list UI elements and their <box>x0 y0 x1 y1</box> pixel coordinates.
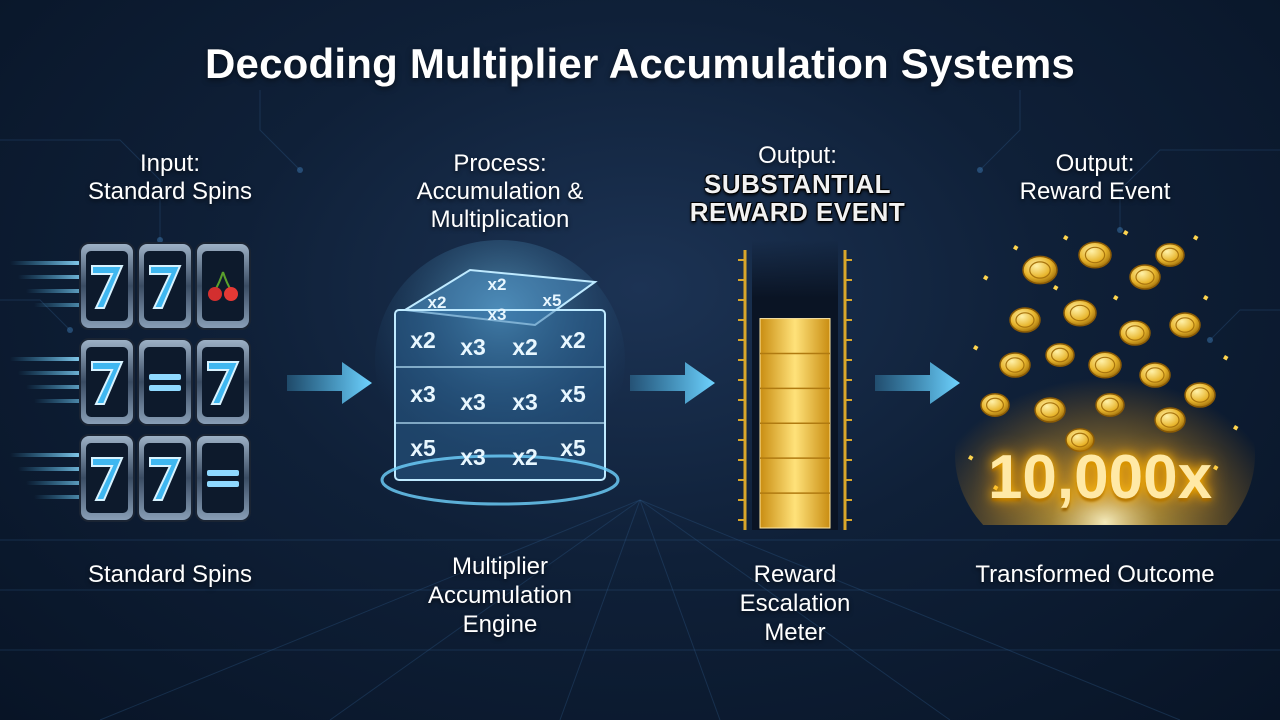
seven-symbol-icon <box>149 457 182 501</box>
gold-coin <box>1078 241 1112 269</box>
cube-top-label: x2 <box>488 275 507 294</box>
multiplier-cube-icon: x2 x2 x5 x3 x2 x3 x2 x2 x3 x3 x3 x5 x5 x… <box>375 240 625 506</box>
gold-coin <box>1154 407 1186 433</box>
gold-coin <box>1129 264 1161 290</box>
gold-coin <box>1119 320 1151 346</box>
gold-coin <box>1034 397 1066 423</box>
cube-cell-label: x2 <box>512 334 538 360</box>
stage-input-caption: Standard Spins <box>40 560 300 589</box>
gold-coin <box>980 393 1010 417</box>
stage-meter-heading: Output: SUBSTANTIAL REWARD EVENT <box>660 142 935 226</box>
seven-symbol-icon <box>91 265 124 309</box>
seven-symbol-icon <box>91 361 124 405</box>
stage-input-heading-line: Input: <box>139 150 201 177</box>
cube-cell-label: x3 <box>410 381 436 407</box>
gold-coin <box>1139 362 1171 388</box>
gold-coin <box>1095 393 1125 417</box>
stage-input-heading-line: Standard Spins <box>87 178 253 205</box>
slot-reel-row <box>10 242 251 330</box>
stage-input-caption-line: Standard Spins <box>87 561 253 588</box>
stage-meter-heading-emphasis: SUBSTANTIAL <box>703 169 891 199</box>
seven-symbol-icon <box>149 265 182 309</box>
stage-process-caption-line: Engine <box>462 611 538 638</box>
seven-symbol-icon <box>91 457 124 501</box>
stage-reward-heading-line: Reward Event <box>1019 178 1171 205</box>
stage-meter-caption: Reward Escalation Meter <box>665 560 925 647</box>
arrow-right-icon <box>287 362 372 404</box>
stage-meter-caption-line: Meter <box>764 619 826 646</box>
cube-cell-label: x5 <box>560 435 586 461</box>
stage-reward-heading-line: Output: <box>1055 150 1135 177</box>
cube-cell-label: x3 <box>460 444 486 470</box>
gold-coins-icon <box>955 230 1255 525</box>
stage-process-heading: Process: Accumulation & Multiplication <box>370 150 630 234</box>
cube-cell-label: x2 <box>410 327 436 353</box>
arrow-right-icon <box>630 362 715 404</box>
seven-symbol-icon <box>207 361 240 405</box>
stage-reward-caption-line: Transformed Outcome <box>975 561 1215 588</box>
slot-reel-row <box>10 338 251 426</box>
gold-coin <box>1155 243 1185 267</box>
stage-process-heading-line: Process: <box>453 150 547 177</box>
gold-coin <box>1088 351 1122 379</box>
arrow-right-icon <box>875 362 960 404</box>
bar-symbol-icon <box>207 470 239 487</box>
cube-top-label: x5 <box>543 291 562 310</box>
reward-multiplier-value: 10,000x <box>987 443 1213 512</box>
page-title: Decoding Multiplier Accumulation Systems <box>205 40 1075 87</box>
stage-input-heading: Input: Standard Spins <box>40 150 300 206</box>
stage-process-caption: Multiplier Accumulation Engine <box>370 552 630 639</box>
stage-meter-caption-line: Reward <box>753 561 837 588</box>
stage-process-heading-line: Multiplication <box>430 206 570 233</box>
stage-meter-caption-line: Escalation <box>739 590 851 617</box>
cube-cell-label: x2 <box>560 327 586 353</box>
cube-cell-label: x3 <box>460 389 486 415</box>
reward-meter-icon <box>738 240 852 530</box>
gold-coin <box>1022 255 1058 285</box>
gold-coin <box>1045 343 1075 367</box>
stage-process-caption-line: Multiplier <box>451 553 549 580</box>
cube-top-label: x2 <box>428 293 447 312</box>
cube-cell-label: x3 <box>460 334 486 360</box>
stage-meter-heading-emphasis: REWARD EVENT <box>689 197 906 227</box>
slot-reel-row <box>10 434 251 522</box>
gold-coin <box>1009 307 1041 333</box>
stage-process-heading-line: Accumulation & <box>416 178 584 205</box>
gold-coin <box>1065 428 1095 452</box>
cube-cell-label: x5 <box>410 435 436 461</box>
cube-cell-label: x2 <box>512 444 538 470</box>
bar-symbol-icon <box>149 374 181 391</box>
stage-reward-heading: Output: Reward Event <box>965 150 1225 206</box>
gold-coin <box>1184 382 1216 408</box>
cube-cell-label: x5 <box>560 381 586 407</box>
stage-meter-heading-line: Output: <box>758 142 837 169</box>
cube-cell-label: x3 <box>512 389 538 415</box>
gold-coin <box>1063 299 1097 327</box>
stage-process-caption-line: Accumulation <box>427 582 573 609</box>
cherry-icon <box>208 271 238 301</box>
gold-coin <box>1169 312 1201 338</box>
cube-top-label: x3 <box>488 305 507 324</box>
gold-coin <box>999 352 1031 378</box>
slot-reel-icon <box>10 242 251 522</box>
stage-reward-caption: Transformed Outcome <box>950 560 1240 589</box>
